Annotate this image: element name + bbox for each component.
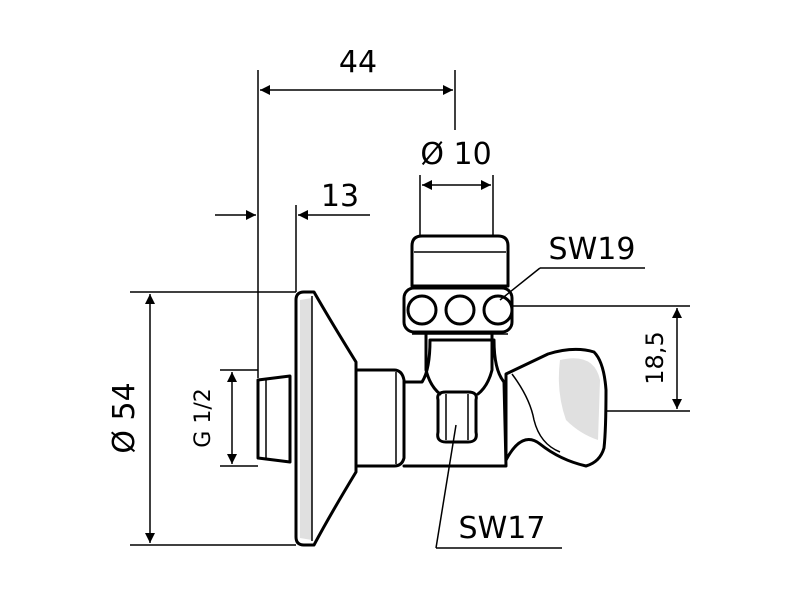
valve-body — [402, 338, 508, 468]
dimension-label-13: 13 — [321, 179, 359, 214]
valve-handle — [504, 347, 608, 468]
dimension-label-44: 44 — [339, 45, 377, 80]
dimension-label-18-5: 18,5 — [641, 331, 669, 384]
hex-sw19 — [402, 286, 514, 334]
dimension-label-g12: G 1/2 — [191, 388, 216, 447]
valve-stem — [424, 332, 494, 396]
hex-sw17 — [436, 390, 478, 444]
wrench-size-sw17: SW17 — [459, 511, 546, 546]
threaded-inlet — [256, 374, 292, 464]
dimension-overall-length: 44 — [257, 45, 456, 378]
dimension-thread-depth: 13 — [215, 179, 370, 292]
wrench-size-sw19: SW19 — [549, 232, 636, 267]
wall-flange — [294, 290, 358, 547]
valve-neck — [354, 368, 406, 468]
outlet-nut — [410, 234, 510, 288]
valve-part-drawing — [256, 234, 608, 547]
dimension-label-d10: Ø 10 — [420, 137, 491, 172]
dimension-outlet-diameter: Ø 10 — [419, 137, 494, 236]
dimension-thread-size: G 1/2 — [191, 369, 258, 467]
label-sw19: SW19 — [499, 232, 645, 301]
dimension-label-d54: Ø 54 — [107, 382, 142, 453]
dimension-handle-offset: 18,5 — [512, 305, 690, 412]
dimension-flange-diameter: Ø 54 — [107, 291, 296, 546]
label-sw17: SW17 — [435, 424, 562, 549]
